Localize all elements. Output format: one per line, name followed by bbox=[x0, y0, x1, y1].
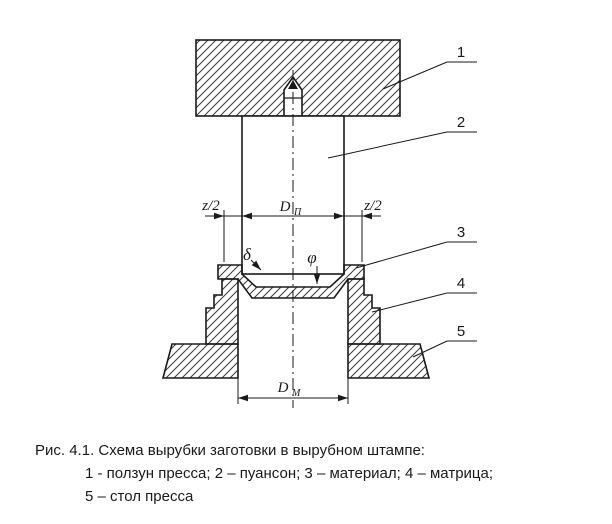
press-ram bbox=[195, 39, 401, 117]
dimension-dm: D М bbox=[237, 378, 349, 404]
delta-arrow bbox=[250, 259, 262, 271]
caption-legend-line-2: 5 – стол пресса bbox=[85, 488, 194, 505]
material-strip bbox=[217, 264, 365, 299]
dm-label: D bbox=[277, 380, 289, 396]
part-number-2: 2 bbox=[457, 114, 465, 131]
callout-2: 2 bbox=[327, 114, 477, 159]
callout-3: 3 bbox=[355, 224, 477, 269]
phi-label: φ bbox=[307, 248, 316, 267]
dp-subscript: П bbox=[293, 207, 302, 218]
callout-3-leader bbox=[355, 241, 448, 269]
part-number-5: 5 bbox=[457, 323, 465, 340]
pin-tip bbox=[288, 80, 298, 89]
part-number-3: 3 bbox=[457, 224, 465, 241]
caption-legend-line-1: 1 - ползун пресса; 2 – пуансон; 3 – мате… bbox=[85, 465, 494, 482]
callout-4: 4 bbox=[371, 275, 477, 313]
part-number-1: 1 bbox=[457, 44, 465, 61]
z2-left-label: z/2 bbox=[201, 198, 220, 214]
die-block-left bbox=[205, 278, 239, 345]
dp-label: D bbox=[279, 199, 291, 215]
press-table-right bbox=[347, 343, 431, 379]
callout-4-leader bbox=[371, 292, 448, 313]
z2-right-label: z/2 bbox=[363, 198, 382, 214]
delta-label: δ bbox=[243, 245, 252, 264]
callout-1: 1 bbox=[382, 44, 477, 90]
dimension-top: z/2 z/2 D П bbox=[201, 198, 382, 262]
phi-annotation: φ bbox=[307, 248, 321, 284]
callout-2-leader bbox=[327, 131, 448, 159]
press-table-left bbox=[161, 343, 239, 379]
part-number-4: 4 bbox=[457, 275, 465, 292]
caption-title: Рис. 4.1. Схема вырубки заготовки в выру… bbox=[35, 442, 425, 459]
callout-1-leader bbox=[382, 61, 448, 90]
delta-annotation: δ bbox=[243, 245, 262, 271]
dm-subscript: М bbox=[291, 388, 301, 399]
die-cutting-diagram: z/2 z/2 D П δ φ D М 1 bbox=[161, 39, 477, 408]
callout-5: 5 bbox=[412, 323, 477, 358]
callout-5-leader bbox=[412, 340, 448, 358]
